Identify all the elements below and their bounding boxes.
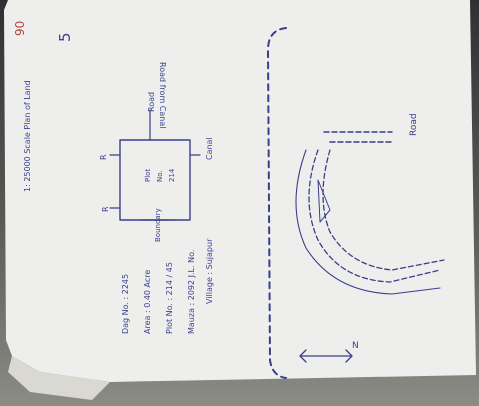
note-line-2: Mauza : 2092 J.L. No. [187, 250, 196, 334]
plot-diagram: Road Canal R R Plot No. 214 Boundary [99, 92, 214, 242]
notes-block: Village : Sujapur Mauza : 2092 J.L. No. … [121, 238, 214, 334]
note-line-5: Dag No. : 2245 [121, 274, 130, 334]
note-line-4: Area : 0.40 Acre [143, 270, 152, 334]
road-label-right: Road [409, 113, 419, 136]
road-note: Road from Canal [158, 62, 167, 128]
note-line-1: Village : Sujapur [205, 238, 214, 304]
plot-label-center-1: Plot [144, 169, 152, 182]
document-title: 1: 25000 Scale Plan of Land [23, 80, 32, 192]
north-label: N [352, 341, 359, 351]
plot-label-bottom: Boundary [154, 208, 162, 242]
page-number: 90 [13, 21, 27, 36]
paper-shadow [8, 356, 110, 400]
plot-label-center-2: No. [156, 170, 164, 182]
plot-label-west-bottom: R [101, 206, 110, 212]
note-line-3: Plot No. : 214 / 45 [165, 262, 174, 334]
plot-label-north-side: Canal [205, 137, 214, 160]
plot-label-north: Road [147, 92, 156, 112]
plot-label-center-3: 214 [168, 168, 176, 182]
corner-note: 5 [56, 32, 74, 42]
paper-surface [4, 0, 476, 382]
north-arrow [299, 349, 353, 363]
plot-label-west-top: R [99, 154, 108, 160]
dashed-boundary [267, 27, 287, 379]
road-sketch [295, 131, 445, 295]
